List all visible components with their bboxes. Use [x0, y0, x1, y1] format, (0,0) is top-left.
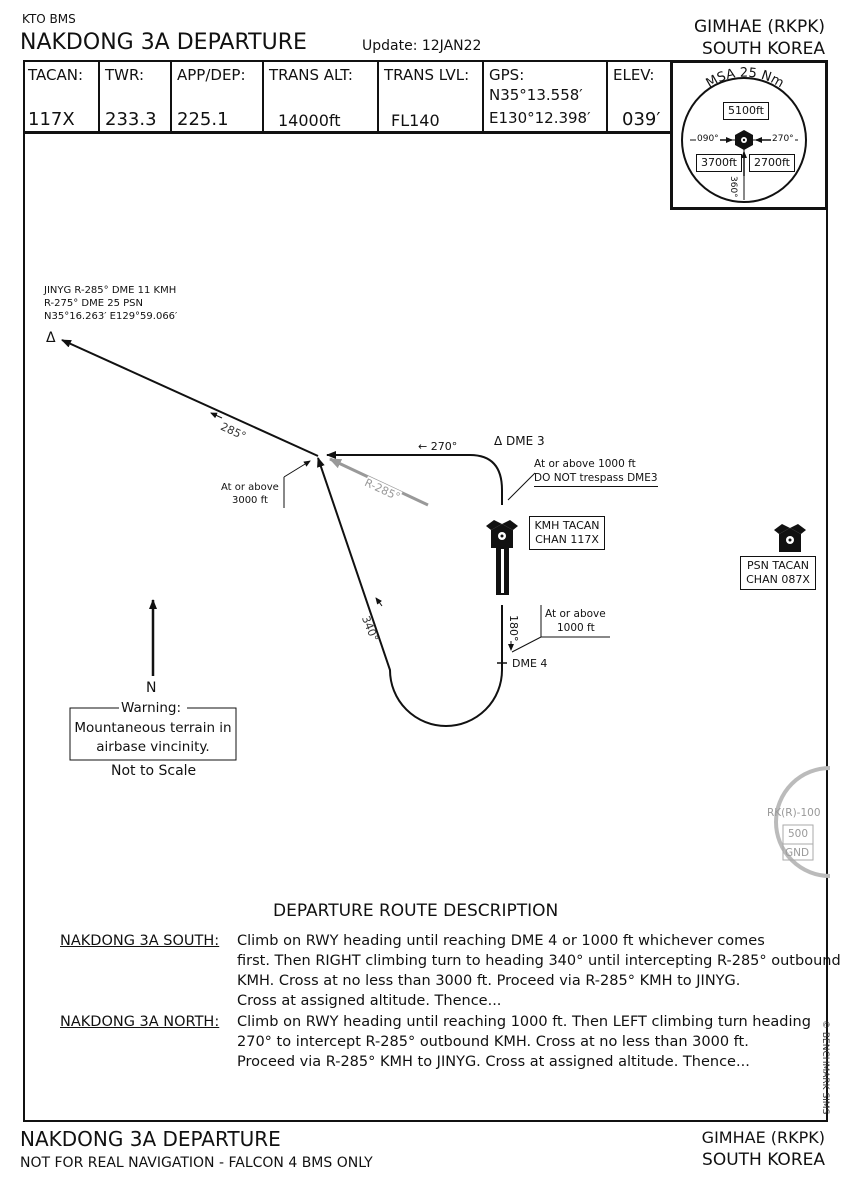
psn-tacan-label: PSN TACAN CHAN 087X [740, 556, 816, 590]
footer-title: NAKDONG 3A DEPARTURE [20, 1127, 281, 1151]
info-row-divider [23, 131, 673, 134]
hdg285-arrow [210, 412, 223, 419]
msa-title: MSA 25 Nm [704, 66, 787, 92]
description-heading: DEPARTURE ROUTE DESCRIPTION [273, 901, 559, 921]
dme3-label: Δ DME 3 [494, 434, 545, 448]
restricted-area-top: 500 [788, 828, 809, 840]
msa-se-alt: 2700ft [749, 154, 795, 172]
msa-sw-alt: 3700ft [696, 154, 742, 172]
north-description: Climb on RWY heading until reaching 1000… [237, 1014, 811, 1070]
dme3-callout-line [507, 472, 536, 501]
kmh-tacan-label: KMH TACAN CHAN 117X [529, 516, 605, 550]
warning-title: Warning: [121, 700, 182, 716]
info-tacan: TACAN:117X [23, 62, 100, 132]
info-gps: GPS: N35°13.558′ E130°12.398′ [484, 62, 608, 132]
route-to-jinyg [61, 339, 319, 457]
hdg-270-label: ← 270° [418, 440, 458, 453]
msa-radial-090: 090° [696, 134, 720, 144]
jinyg-label: JINYG R-285° DME 11 KMH R-275° DME 25 PS… [44, 285, 178, 322]
south-label: NAKDONG 3A SOUTH: [60, 933, 220, 949]
airport-country: SOUTH KOREA [702, 39, 825, 59]
info-twr: TWR:233.3 [100, 62, 172, 132]
warning-box [69, 707, 237, 761]
runway [496, 547, 509, 595]
copyright: © BENCHMARK SIMS [820, 1020, 830, 1115]
info-trans-lvl: TRANS LVL:FL140 [379, 62, 484, 132]
footer-disclaimer: NOT FOR REAL NAVIGATION - FALCON 4 BMS O… [20, 1155, 373, 1171]
restricted-area [774, 766, 831, 878]
kmh-tacan-icon [486, 520, 518, 548]
callout-1000-dme3: At or above 1000 ft DO NOT trespass DME3 [534, 457, 658, 487]
footer-country: SOUTH KOREA [702, 1150, 825, 1170]
south-description: Climb on RWY heading until reaching DME … [237, 933, 841, 1009]
msa-tacan-icon [735, 130, 753, 150]
south-route [317, 457, 503, 727]
update-date: Update: 12JAN22 [362, 38, 482, 54]
not-to-scale: Not to Scale [111, 763, 197, 779]
info-app-dep: APP/DEP:225.1 [172, 62, 264, 132]
footer-airport: GIMHAE (RKPK) [701, 1128, 825, 1147]
dme4-label: DME 4 [512, 657, 548, 670]
msa-radial-270: 270° [771, 134, 795, 144]
restricted-area-name: RK(R)-100 [767, 807, 821, 819]
airport-name: GIMHAE (RKPK) [693, 17, 825, 37]
hdg340-arrow [375, 597, 383, 607]
north-route [326, 451, 503, 505]
callout-3000: At or above 3000 ft [221, 482, 279, 506]
page-title: NAKDONG 3A DEPARTURE [20, 30, 307, 55]
restricted-area-bottom: GND [785, 847, 810, 859]
psn-tacan-icon [774, 524, 806, 552]
info-elev: ELEV:039′ [613, 66, 661, 130]
callout-3000-arrow [283, 460, 311, 478]
callout-1000-dme4: At or above 1000 ft [545, 608, 606, 634]
msa-radial-360: 360° [728, 176, 738, 198]
jinyg-waypoint-icon: Δ [46, 330, 56, 346]
kto-label: KTO BMS [22, 12, 76, 26]
warning-text: Mountaneous terrain in airbase vincinity… [74, 720, 232, 755]
callout-1000-arrow [511, 636, 542, 653]
north-label: N [146, 680, 157, 696]
chart-frame [23, 60, 828, 1122]
info-trans-alt: TRANS ALT:14000ft [264, 62, 379, 132]
msa-north-alt: 5100ft [723, 102, 769, 120]
hdg-180-label: 180° [507, 615, 520, 642]
north-label-route: NAKDONG 3A NORTH: [60, 1014, 220, 1030]
